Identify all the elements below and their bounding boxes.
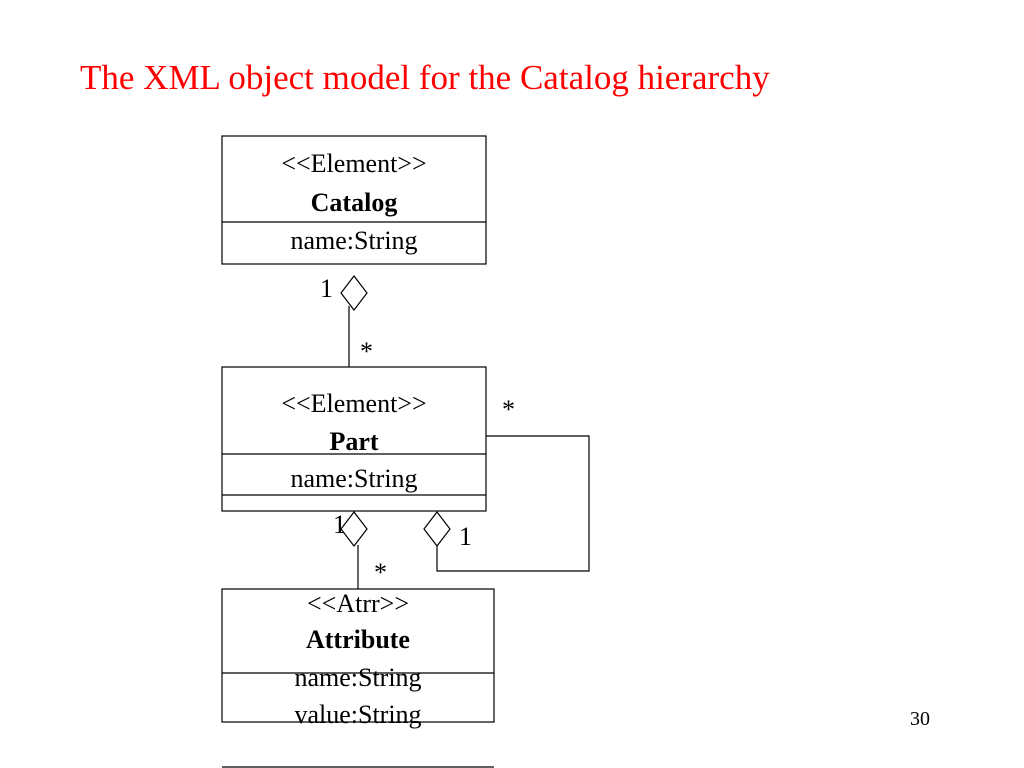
multiplicity-part-many: * bbox=[360, 337, 373, 366]
attribute-field-name: name:String bbox=[294, 663, 421, 692]
aggregation-diamond bbox=[340, 511, 368, 547]
attribute-class-name: Attribute bbox=[306, 625, 410, 654]
multiplicity-part-one: 1 bbox=[333, 510, 346, 539]
catalog-attribute-name: name:String bbox=[290, 226, 417, 255]
association-catalog-part: 1 * bbox=[320, 274, 373, 367]
part-stereotype: <<Element>> bbox=[281, 389, 426, 418]
aggregation-diamond bbox=[340, 275, 368, 311]
multiplicity-self-many: * bbox=[502, 395, 515, 424]
class-box-attribute: <<Atrr>> Attribute name:String value:Str… bbox=[221, 588, 495, 768]
multiplicity-self-one: 1 bbox=[459, 522, 472, 551]
attribute-field-value: value:String bbox=[294, 700, 421, 729]
multiplicity-attribute-many: * bbox=[374, 558, 387, 587]
slide-title: The XML object model for the Catalog hie… bbox=[80, 58, 770, 97]
aggregation-diamond bbox=[423, 511, 451, 547]
class-box-catalog: <<Element>> Catalog name:String bbox=[221, 135, 487, 265]
catalog-stereotype: <<Element>> bbox=[281, 149, 426, 178]
class-box-part: <<Element>> Part name:String bbox=[221, 366, 487, 512]
page-number: 30 bbox=[910, 708, 930, 730]
attribute-stereotype: <<Atrr>> bbox=[307, 589, 409, 618]
association-part-attribute: 1 * bbox=[333, 510, 387, 589]
catalog-class-name: Catalog bbox=[311, 188, 398, 217]
multiplicity-catalog-one: 1 bbox=[320, 274, 333, 303]
association-part-self: * 1 bbox=[423, 395, 590, 572]
part-attribute-name: name:String bbox=[290, 464, 417, 493]
part-class-name: Part bbox=[329, 427, 378, 456]
